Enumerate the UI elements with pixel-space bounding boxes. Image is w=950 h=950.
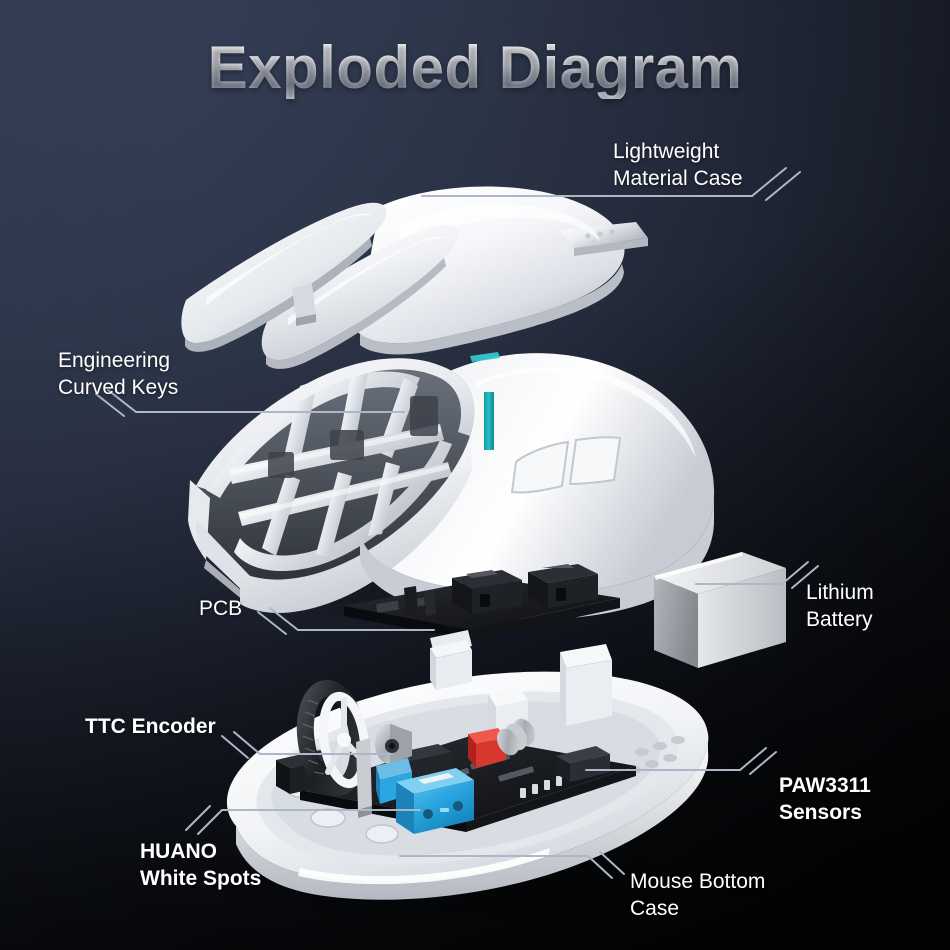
- leader-bottom: [399, 851, 625, 879]
- battery-holder-cap: [430, 640, 472, 690]
- honeycomb-mid-shell: [188, 352, 715, 620]
- label-lithium-battery: Lithium Battery: [806, 581, 874, 632]
- leader-lines: [95, 167, 819, 879]
- top-shell-case: [351, 186, 648, 355]
- huano-switch: [396, 768, 474, 834]
- coil-inductor: [496, 718, 536, 756]
- paw3311-sensor: [556, 746, 610, 782]
- side-buttons: [510, 436, 622, 494]
- label-mouse-bottom-case: Mouse Bottom Case: [630, 870, 766, 921]
- leader-paw: [585, 747, 777, 775]
- page-title: Exploded Diagram: [0, 36, 950, 99]
- label-lightweight-material-case: Lightweight Material Case: [613, 140, 743, 191]
- ttc-encoder-body: [375, 724, 412, 764]
- label-ttc-encoder: TTC Encoder: [85, 715, 216, 738]
- leader-keys: [95, 389, 405, 417]
- label-pcb: PCB: [199, 597, 243, 620]
- leader-huano: [185, 805, 421, 835]
- leader-battery: [695, 561, 819, 589]
- scroll-wheel: [296, 679, 412, 818]
- right-mouse-key: [261, 225, 459, 369]
- label-paw3311-sensors: PAW3311 Sensors: [779, 774, 871, 825]
- red-component: [468, 728, 506, 768]
- lithium-battery: [654, 552, 786, 668]
- label-engineering-curved-keys: Engineering Curved Keys: [58, 349, 179, 400]
- label-huano-white-spots: HUANO White Spots: [140, 840, 262, 891]
- leader-ttc: [221, 731, 393, 759]
- leader-pcb: [257, 607, 435, 635]
- leader-lightweight: [421, 167, 801, 201]
- left-mouse-key: [181, 202, 387, 352]
